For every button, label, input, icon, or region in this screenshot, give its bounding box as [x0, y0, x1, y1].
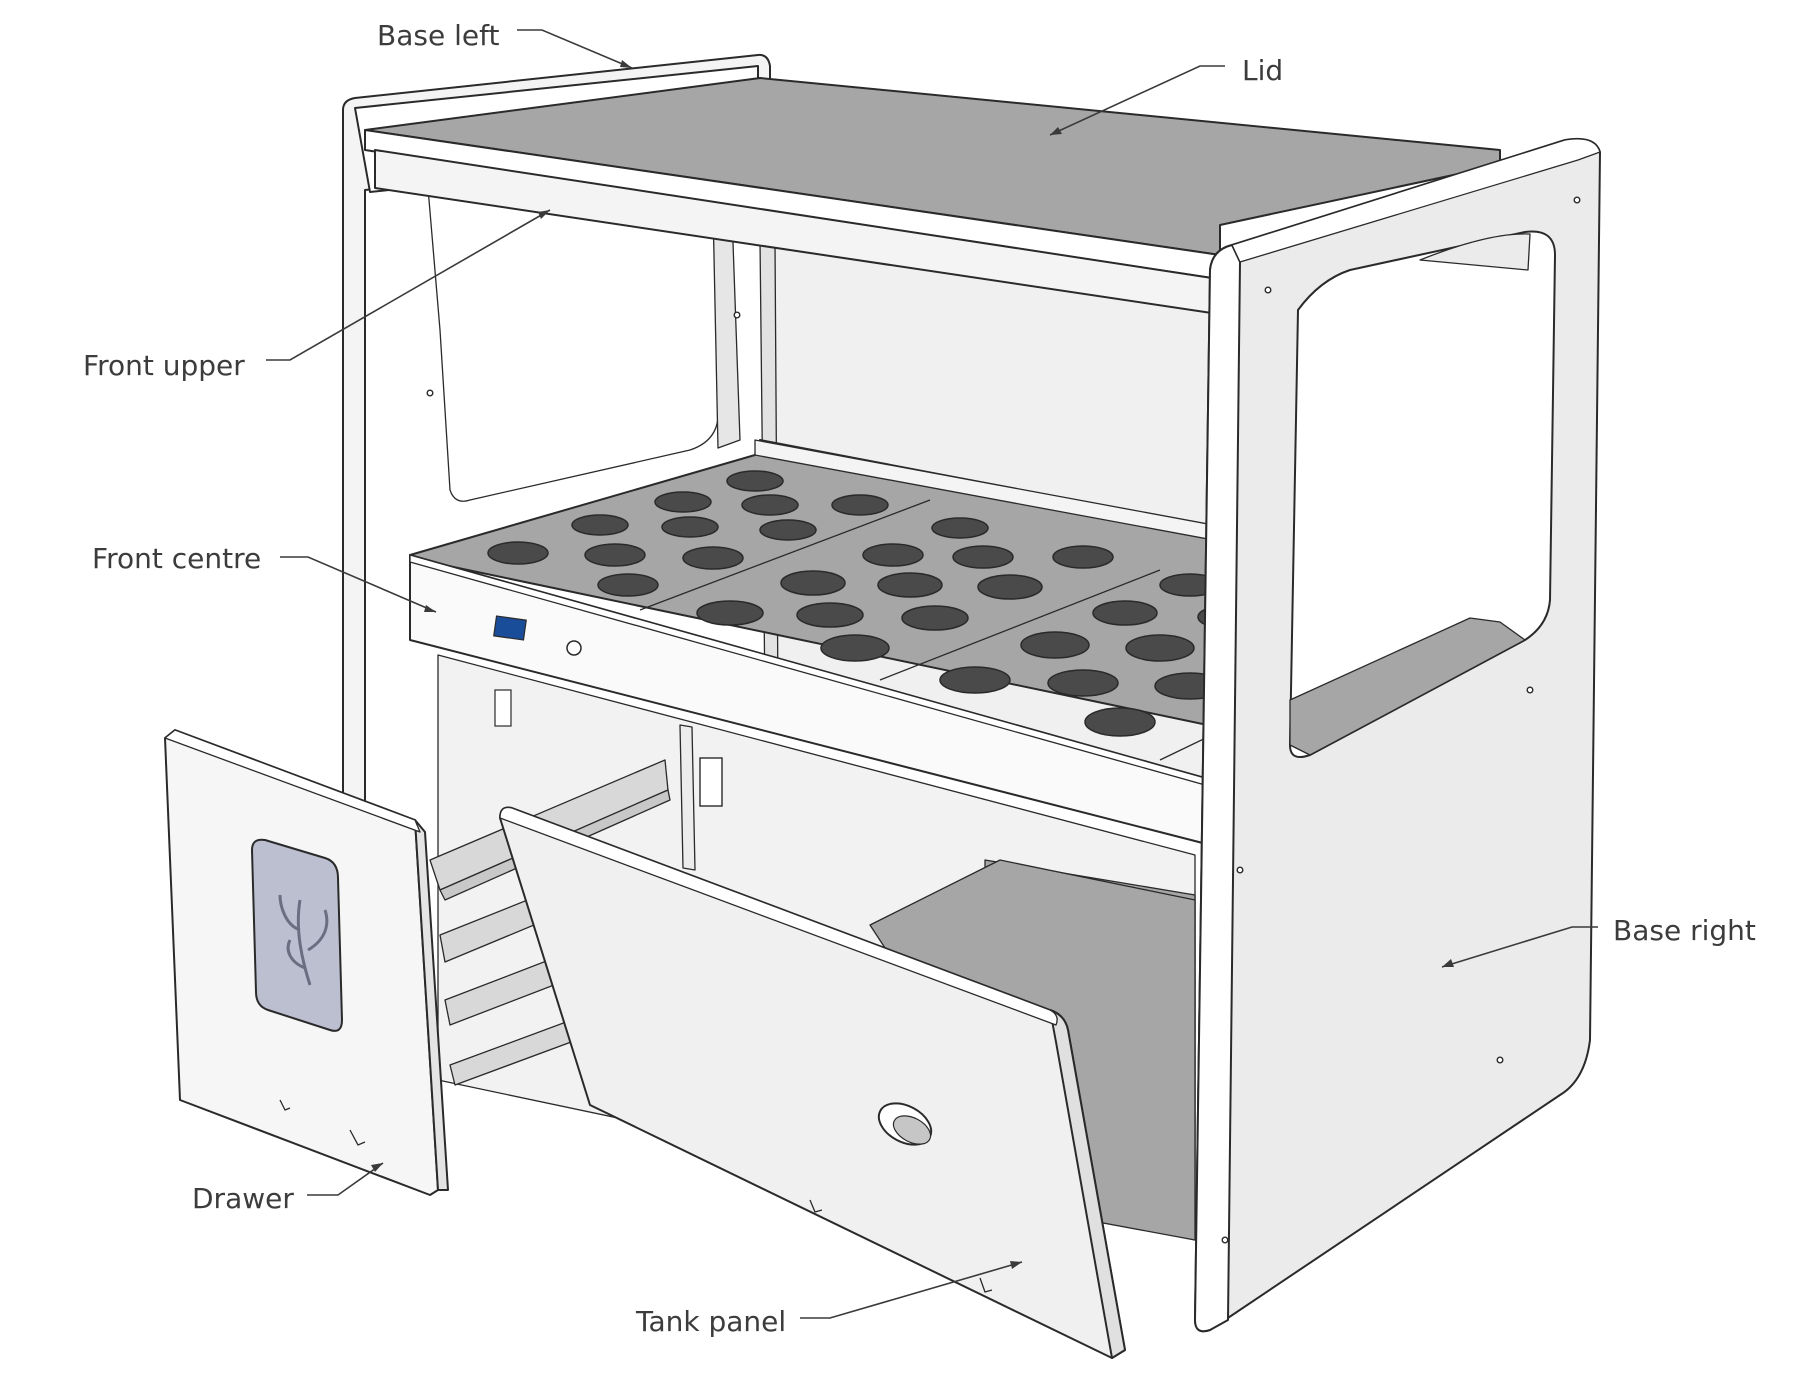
leader-base-left [517, 29, 633, 69]
label-base-left: Base left [377, 19, 499, 52]
base-right-window [1289, 230, 1556, 758]
leader-lid [1049, 65, 1225, 136]
front-centre-beam [409, 554, 1231, 851]
control-knob [566, 640, 582, 656]
drawer-front [164, 729, 449, 1196]
leader-lines [266, 29, 1598, 1319]
base-right-screws [426, 196, 1581, 1244]
indicator-display [493, 615, 527, 641]
label-front-centre: Front centre [92, 542, 261, 575]
drawer-window [251, 838, 343, 1032]
base-right-panel [426, 137, 1601, 1333]
label-base-right: Base right [1613, 914, 1756, 947]
label-drawer: Drawer [192, 1182, 294, 1215]
label-tank-panel: Tank panel [635, 1305, 786, 1338]
lid [364, 77, 1501, 316]
callout-labels: Base left Lid Front upper Front centre B… [83, 19, 1756, 1338]
tank-panel-handle [877, 1102, 933, 1146]
leader-drawer [307, 1162, 384, 1196]
leader-tank-panel [800, 1261, 1023, 1319]
leader-front-centre [280, 556, 437, 613]
leader-base-right [1441, 926, 1598, 968]
tank-panel [499, 806, 1126, 1359]
leader-front-upper [266, 209, 551, 361]
label-lid: Lid [1242, 54, 1283, 87]
label-front-upper: Front upper [83, 349, 245, 382]
